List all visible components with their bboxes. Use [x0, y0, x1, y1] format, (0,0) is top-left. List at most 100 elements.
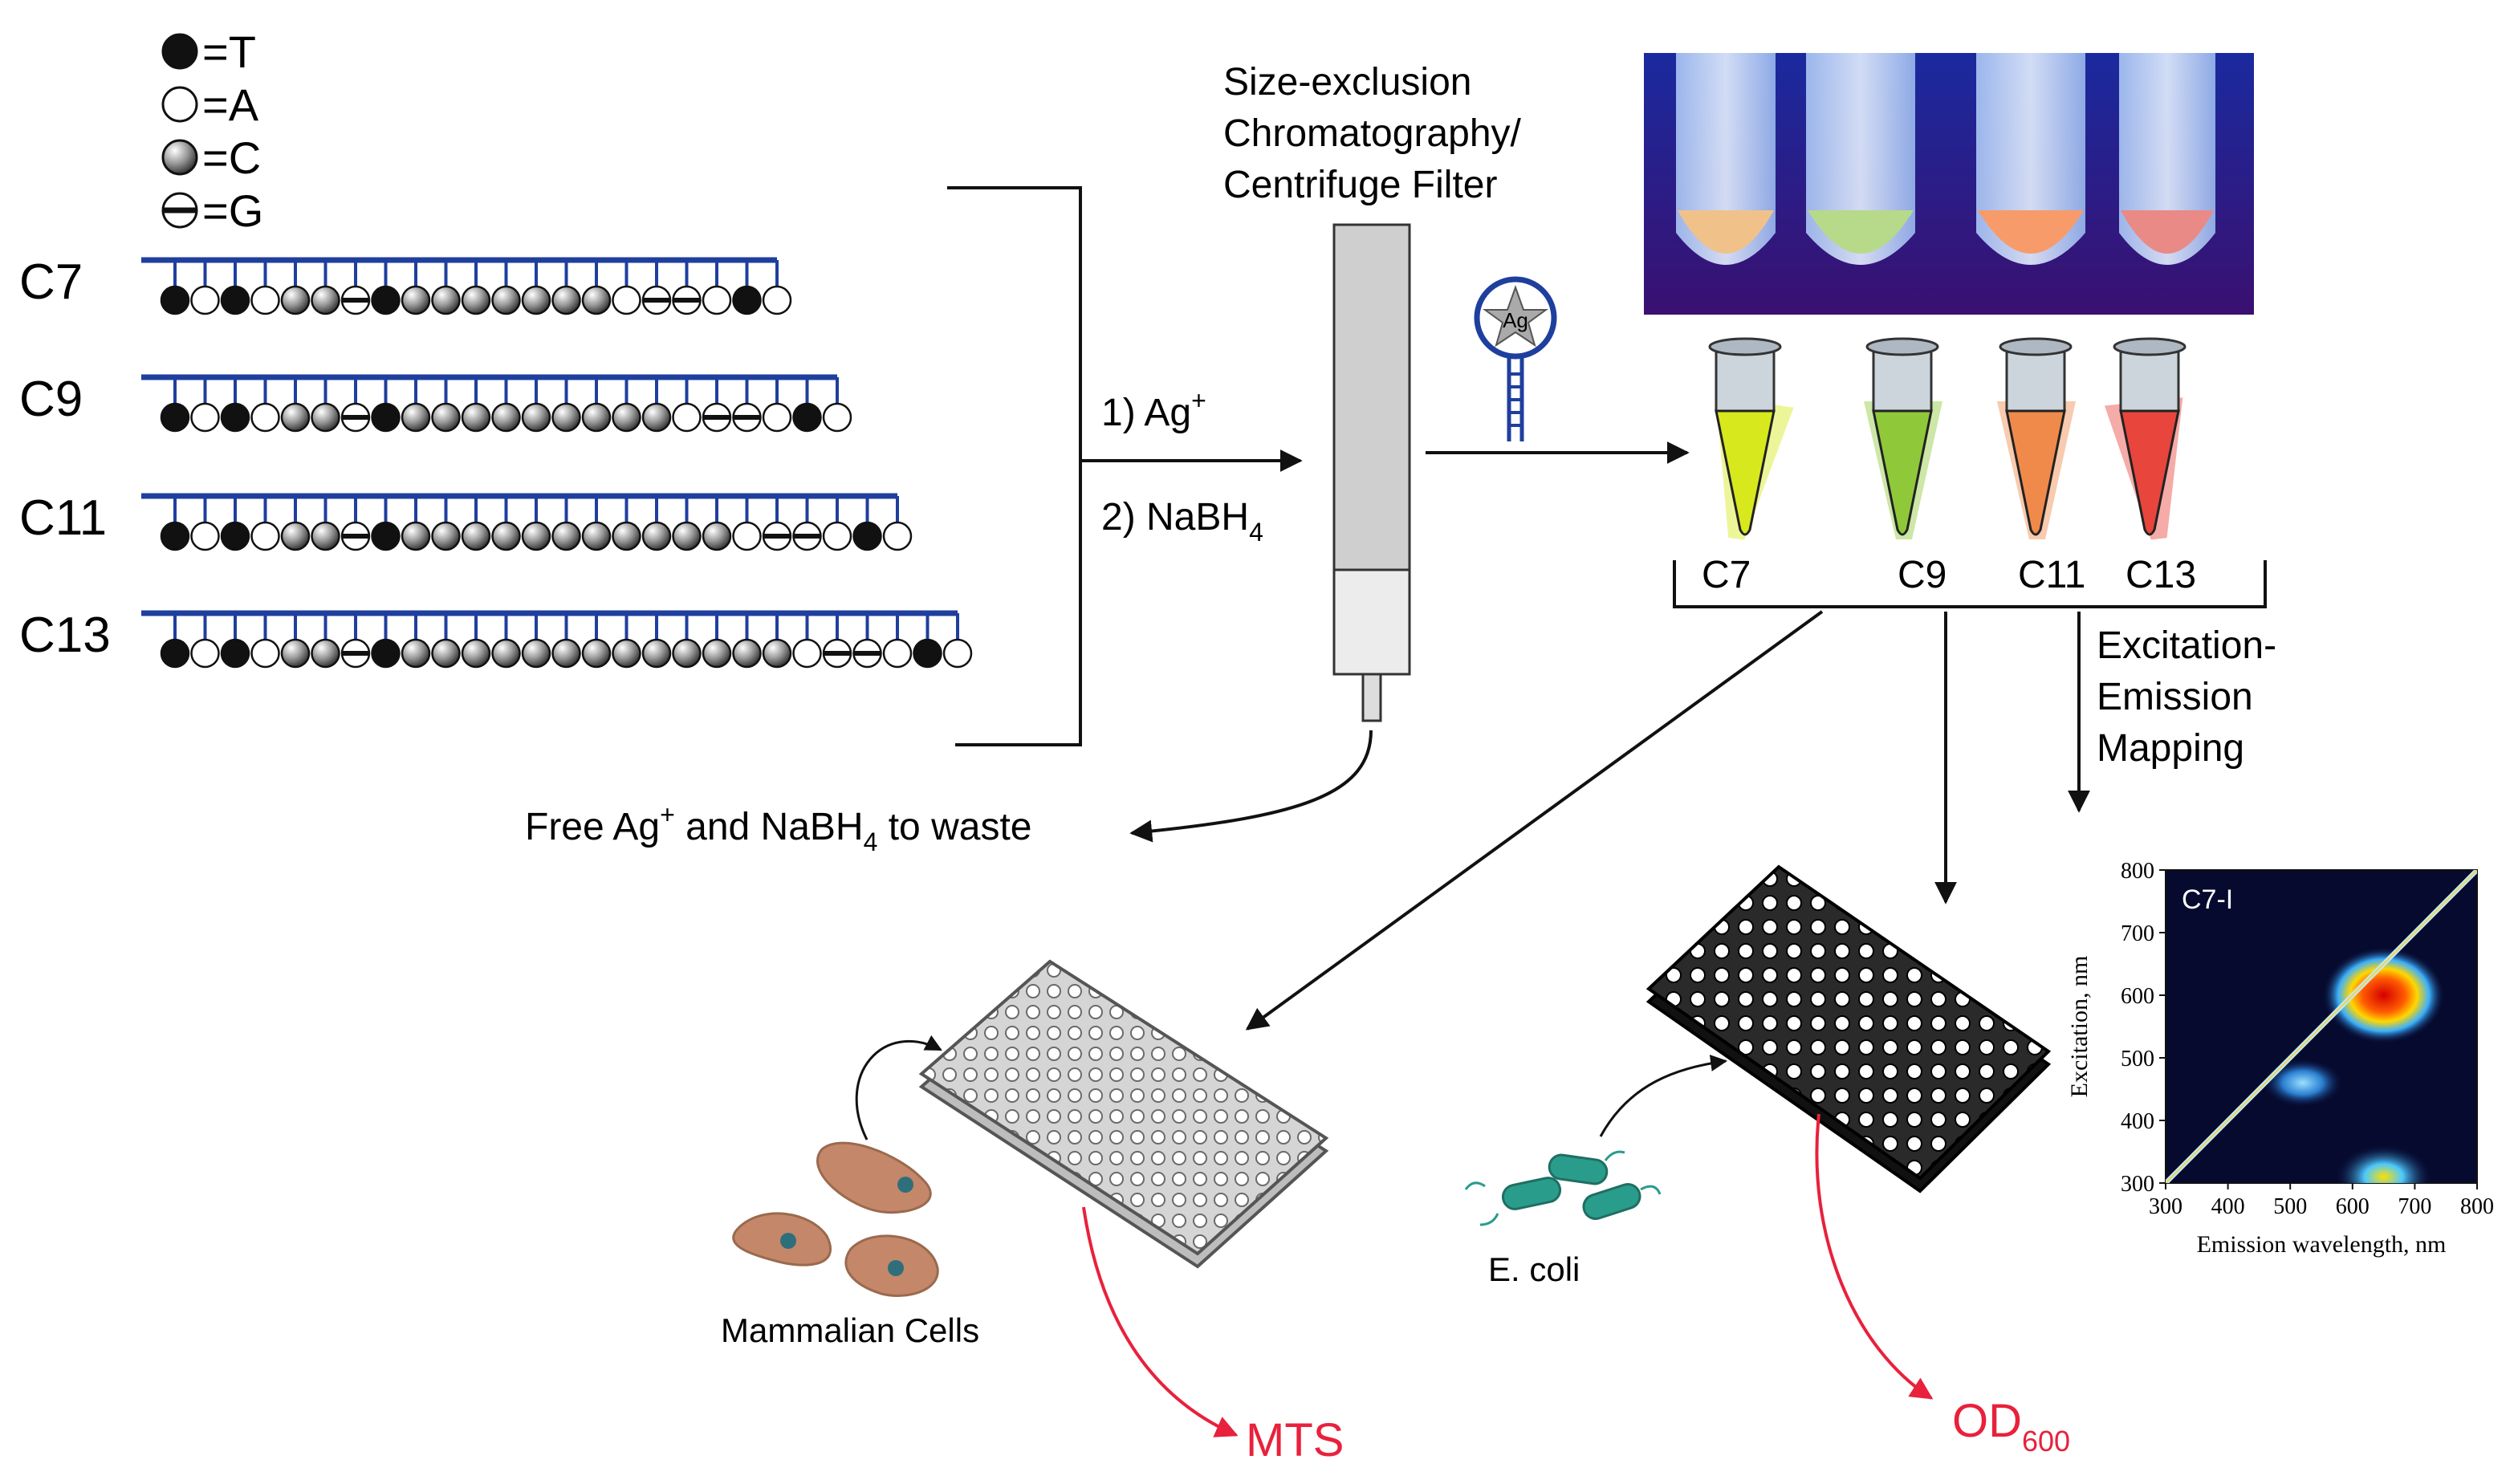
cytosine-base — [551, 521, 581, 551]
cytosine-base — [641, 521, 672, 551]
cytosine-base — [521, 521, 551, 551]
heatmap-peak — [2322, 947, 2445, 1043]
thymine-base — [732, 285, 762, 315]
tube-c9: C9 — [1864, 337, 1947, 596]
cytosine-base — [612, 638, 641, 669]
adenine-base — [672, 402, 702, 433]
mammalian-cells-icon — [732, 1141, 939, 1297]
adenine-base — [702, 285, 732, 315]
thymine-base — [913, 638, 942, 669]
column-title-line1: Size-exclusion — [1223, 61, 1471, 104]
photo-tube-2 — [1806, 53, 1915, 265]
photo-tube-3 — [1976, 53, 2085, 265]
thymine-base — [220, 638, 250, 669]
cytosine-base — [521, 285, 551, 315]
thymine-base — [792, 402, 822, 433]
y-tick-label: 500 — [2121, 1047, 2154, 1071]
sequence-c11: C11 — [19, 490, 913, 551]
cytosine-base — [641, 638, 672, 669]
heatmap-peak — [2335, 1145, 2432, 1183]
thymine-base — [852, 521, 882, 551]
heatmap-title: C7-I — [2182, 884, 2233, 915]
cytosine-base — [491, 521, 521, 551]
cytosine-base — [311, 285, 340, 315]
cytosine-base — [311, 402, 340, 433]
legend-c-label: =C — [202, 132, 261, 183]
sequence-c13: C13 — [19, 608, 973, 669]
ecoli-to-plate-arrow — [1599, 1055, 1728, 1137]
cytosine-base — [581, 285, 612, 315]
adenine-base — [250, 402, 280, 433]
thymine-base — [220, 521, 250, 551]
adenine-base — [882, 521, 913, 551]
sequence-label: C9 — [19, 372, 83, 427]
tube-c11: C11 — [1997, 337, 2086, 596]
cytosine-base — [491, 638, 521, 669]
adenine-base — [250, 638, 280, 669]
adenine-symbol — [161, 86, 198, 123]
x-tick-label: 800 — [2460, 1194, 2494, 1219]
tube-label: C13 — [2126, 554, 2196, 596]
sequence-label: C13 — [19, 608, 111, 663]
waste-label: Free Ag+ and NaBH4 to waste — [525, 800, 1031, 856]
photo-tube-4 — [2119, 53, 2215, 265]
adenine-base — [762, 402, 792, 433]
cytosine-base — [431, 521, 461, 551]
cytosine-base — [672, 521, 702, 551]
adenine-base — [882, 638, 913, 669]
photo-tube-1 — [1676, 53, 1776, 265]
cytosine-base — [401, 521, 431, 551]
reaction-bracket — [947, 186, 1303, 746]
y-tick-label: 800 — [2121, 859, 2154, 884]
y-tick-label: 300 — [2121, 1172, 2154, 1197]
od600-label: OD600 — [1952, 1395, 2070, 1458]
thymine-base — [160, 638, 190, 669]
cytosine-base — [431, 638, 461, 669]
adenine-base — [250, 285, 280, 315]
cytosine-base — [521, 402, 551, 433]
cytosine-base — [702, 638, 732, 669]
thymine-base — [160, 521, 190, 551]
bacterial-well-plate — [1645, 864, 2052, 1193]
tube-c13: C13 — [2104, 337, 2196, 596]
tube-label: C7 — [1702, 554, 1751, 596]
legend-a-label: =A — [202, 79, 259, 130]
column-title-line3: Centrifuge Filter — [1223, 164, 1497, 206]
x-tick-label: 500 — [2273, 1194, 2307, 1219]
cytosine-base — [431, 285, 461, 315]
cytosine-base — [280, 638, 311, 669]
ecoli-label: E. coli — [1488, 1250, 1580, 1288]
cytosine-base — [311, 638, 340, 669]
cytosine-base — [280, 402, 311, 433]
y-tick-label: 400 — [2121, 1109, 2154, 1134]
sequence-label: C11 — [19, 490, 107, 546]
cytosine-base — [702, 521, 732, 551]
tube-c7: C7 — [1702, 337, 1794, 596]
adenine-base — [190, 521, 220, 551]
x-tick-label: 700 — [2398, 1194, 2431, 1219]
cytosine-base — [612, 402, 641, 433]
adenine-base — [792, 638, 822, 669]
waste-arrow — [1129, 730, 1373, 843]
mapping-line2: Emission — [2097, 676, 2253, 718]
heatmap-xlabel: Emission wavelength, nm — [2197, 1231, 2447, 1258]
cytosine-base — [581, 638, 612, 669]
sequence-c9: C9 — [19, 372, 852, 433]
cytosine-base — [732, 638, 762, 669]
heatmap-ylabel: Excitation, nm — [2066, 956, 2093, 1098]
cells-to-plate-arrow — [855, 1035, 942, 1140]
cytosine-base — [551, 402, 581, 433]
tube-label: C11 — [2018, 554, 2086, 596]
mapping-line1: Excitation- — [2097, 624, 2276, 667]
adenine-base — [762, 285, 792, 315]
size-exclusion-column — [1332, 223, 1411, 722]
cytosine-base — [461, 402, 491, 433]
adenine-base — [250, 521, 280, 551]
sequence-label: C7 — [19, 254, 83, 310]
thymine-symbol — [161, 33, 198, 70]
legend-a: =A — [161, 79, 259, 130]
cytosine-base — [280, 521, 311, 551]
cytosine-base — [401, 402, 431, 433]
y-tick-label: 700 — [2121, 921, 2154, 946]
